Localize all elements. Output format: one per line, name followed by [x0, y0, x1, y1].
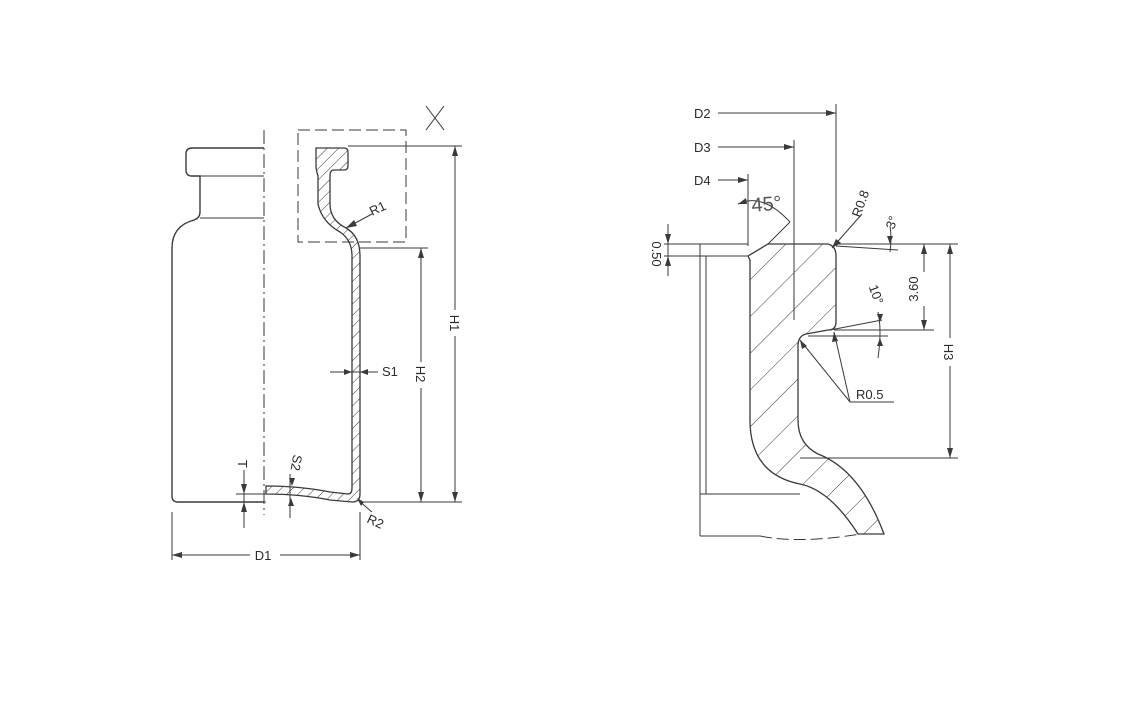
vial-side-view: X H1 H2 R1 S1 T: [171, 105, 463, 563]
angle10-label: 10°: [866, 283, 887, 307]
d3-label: D3: [694, 140, 711, 155]
r05-label: R0.5: [856, 387, 883, 402]
vial-outline: [171, 147, 264, 503]
h1-label: H1: [447, 315, 462, 332]
d2-label: D2: [694, 106, 711, 121]
r2-label: R2: [365, 511, 386, 532]
dim-050-label: 0.50: [649, 241, 664, 266]
s1-label: S1: [382, 364, 398, 379]
t-label: T: [235, 460, 250, 468]
detail-wall-section: [747, 243, 885, 535]
angle3-label: 3°: [883, 214, 901, 231]
dim-360-label: 3.60: [906, 276, 921, 301]
vial-wall-section: [265, 147, 361, 503]
angle-45-label: 45°: [751, 192, 783, 217]
r08-label: R0.8: [849, 188, 872, 219]
d4-label: D4: [694, 173, 711, 188]
r1-label: R1: [367, 198, 388, 219]
s2-label: S2: [288, 454, 306, 472]
detail-x-view: D2 D3 D4 45° R0.8 3° 0.50: [649, 104, 958, 541]
detail-x-box: [297, 129, 407, 243]
d1-label: D1: [255, 548, 272, 563]
h2-label: H2: [413, 366, 428, 383]
h3-label: H3: [941, 344, 956, 361]
